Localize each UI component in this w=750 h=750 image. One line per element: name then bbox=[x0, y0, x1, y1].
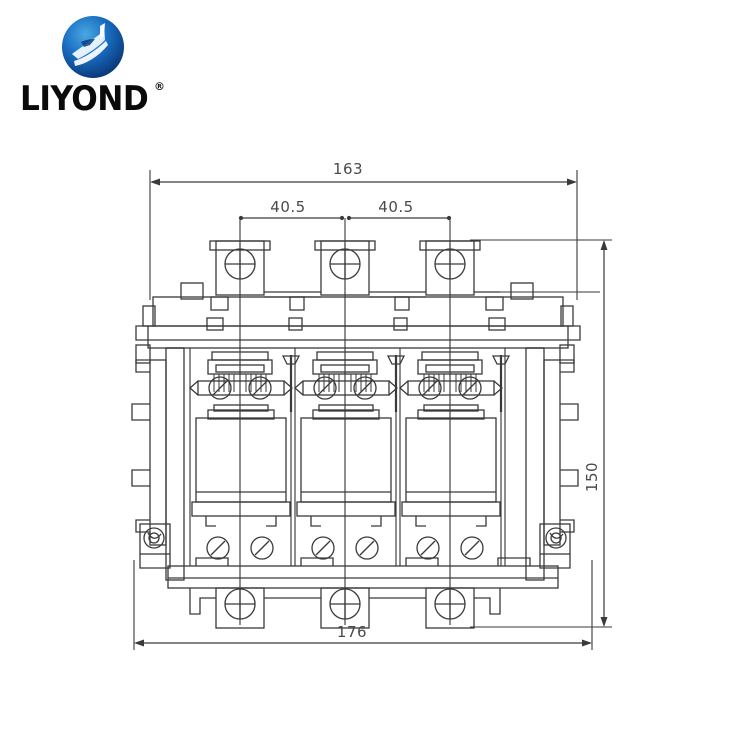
top-terminal-screw bbox=[209, 240, 271, 296]
dimension-163-label: 163 bbox=[333, 160, 363, 178]
pole-centrelines bbox=[239, 243, 451, 625]
bottom-screw-terminal-group bbox=[206, 536, 484, 560]
coil-body bbox=[191, 404, 291, 527]
dimension-40-5-right-label: 40.5 bbox=[378, 198, 413, 216]
registered-trademark-icon: ® bbox=[154, 80, 165, 93]
bottom-terminal-screw bbox=[320, 587, 370, 629]
bottom-screw-terminal bbox=[250, 536, 274, 560]
dimension-176-label: 176 bbox=[337, 623, 367, 641]
bottom-terminal-screw bbox=[215, 587, 265, 629]
brand-logo: LIYOND ® bbox=[12, 14, 182, 119]
bottom-screw-terminal bbox=[416, 536, 440, 560]
top-terminal-screw bbox=[314, 240, 376, 296]
dimension-176-group bbox=[133, 560, 593, 650]
mounting-hole-icon bbox=[143, 527, 165, 549]
brand-wordmark: LIYOND bbox=[20, 79, 149, 119]
coil-body bbox=[401, 404, 501, 527]
housing-tab bbox=[180, 282, 204, 300]
bottom-screw-terminal bbox=[311, 536, 335, 560]
dimension-150-label: 150 bbox=[583, 462, 601, 492]
arc-chamber bbox=[399, 351, 511, 412]
bottom-terminal-screw bbox=[425, 587, 475, 629]
bottom-terminal-group bbox=[189, 587, 501, 629]
dimension-163-group bbox=[149, 170, 578, 300]
bottom-screw-terminal bbox=[206, 536, 230, 560]
bottom-screw-terminal bbox=[460, 536, 484, 560]
coil-body bbox=[296, 404, 396, 527]
top-terminal-group bbox=[209, 240, 500, 298]
mounting-bracket-left bbox=[131, 344, 185, 581]
dimension-40-5-group bbox=[238, 215, 452, 250]
mid-housing bbox=[135, 317, 581, 349]
top-terminal-screw bbox=[419, 240, 481, 296]
lower-housing bbox=[167, 557, 559, 589]
housing-tab bbox=[510, 282, 534, 300]
mounting-hole-icon bbox=[545, 527, 567, 549]
bottom-screw-terminal bbox=[355, 536, 379, 560]
mounting-bracket-right bbox=[525, 344, 579, 581]
dimension-150-group bbox=[470, 239, 612, 628]
globe-swoosh-icon bbox=[60, 14, 126, 80]
dimension-40-5-left-label: 40.5 bbox=[270, 198, 305, 216]
arc-chamber bbox=[189, 351, 301, 412]
arc-chamber bbox=[294, 351, 406, 412]
pole-separators bbox=[189, 348, 506, 566]
